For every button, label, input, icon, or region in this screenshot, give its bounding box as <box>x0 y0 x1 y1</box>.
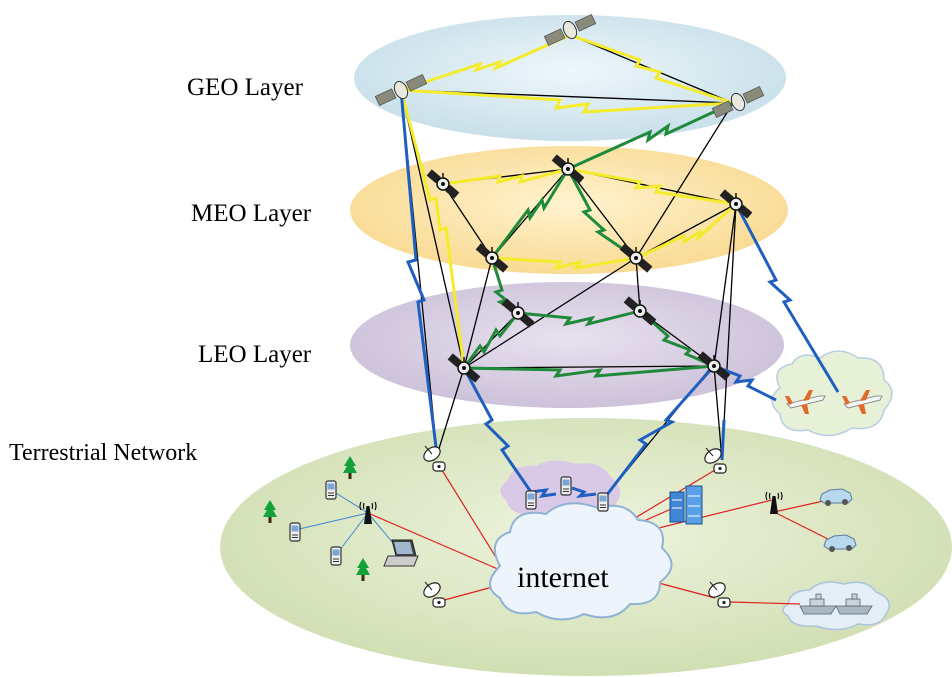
meo-layer-ellipse <box>350 146 788 274</box>
laptop-icon <box>383 539 419 567</box>
leo-layer-ellipse <box>350 282 784 408</box>
geo-layer-label: GEO Layer <box>187 74 304 101</box>
terrestrial-network-label: Terrestrial Network <box>9 440 197 466</box>
phone-icon <box>289 522 301 542</box>
leo-layer-label: LEO Layer <box>198 341 312 368</box>
internet-label: internet <box>517 561 609 594</box>
meo-layer-label: MEO Layer <box>191 200 312 227</box>
yellow-links <box>399 33 738 369</box>
phone-icon <box>330 546 342 566</box>
geo-layer-ellipse <box>354 15 786 141</box>
blue-links <box>399 89 840 499</box>
server-icon <box>669 485 703 525</box>
phone-icon <box>325 480 337 500</box>
internet-cloud: internet <box>489 502 673 621</box>
phone-icon <box>525 490 537 510</box>
cloud-icon <box>771 350 893 437</box>
phone-icon <box>560 476 572 496</box>
green-links <box>462 101 734 378</box>
phone-icon <box>597 492 609 512</box>
